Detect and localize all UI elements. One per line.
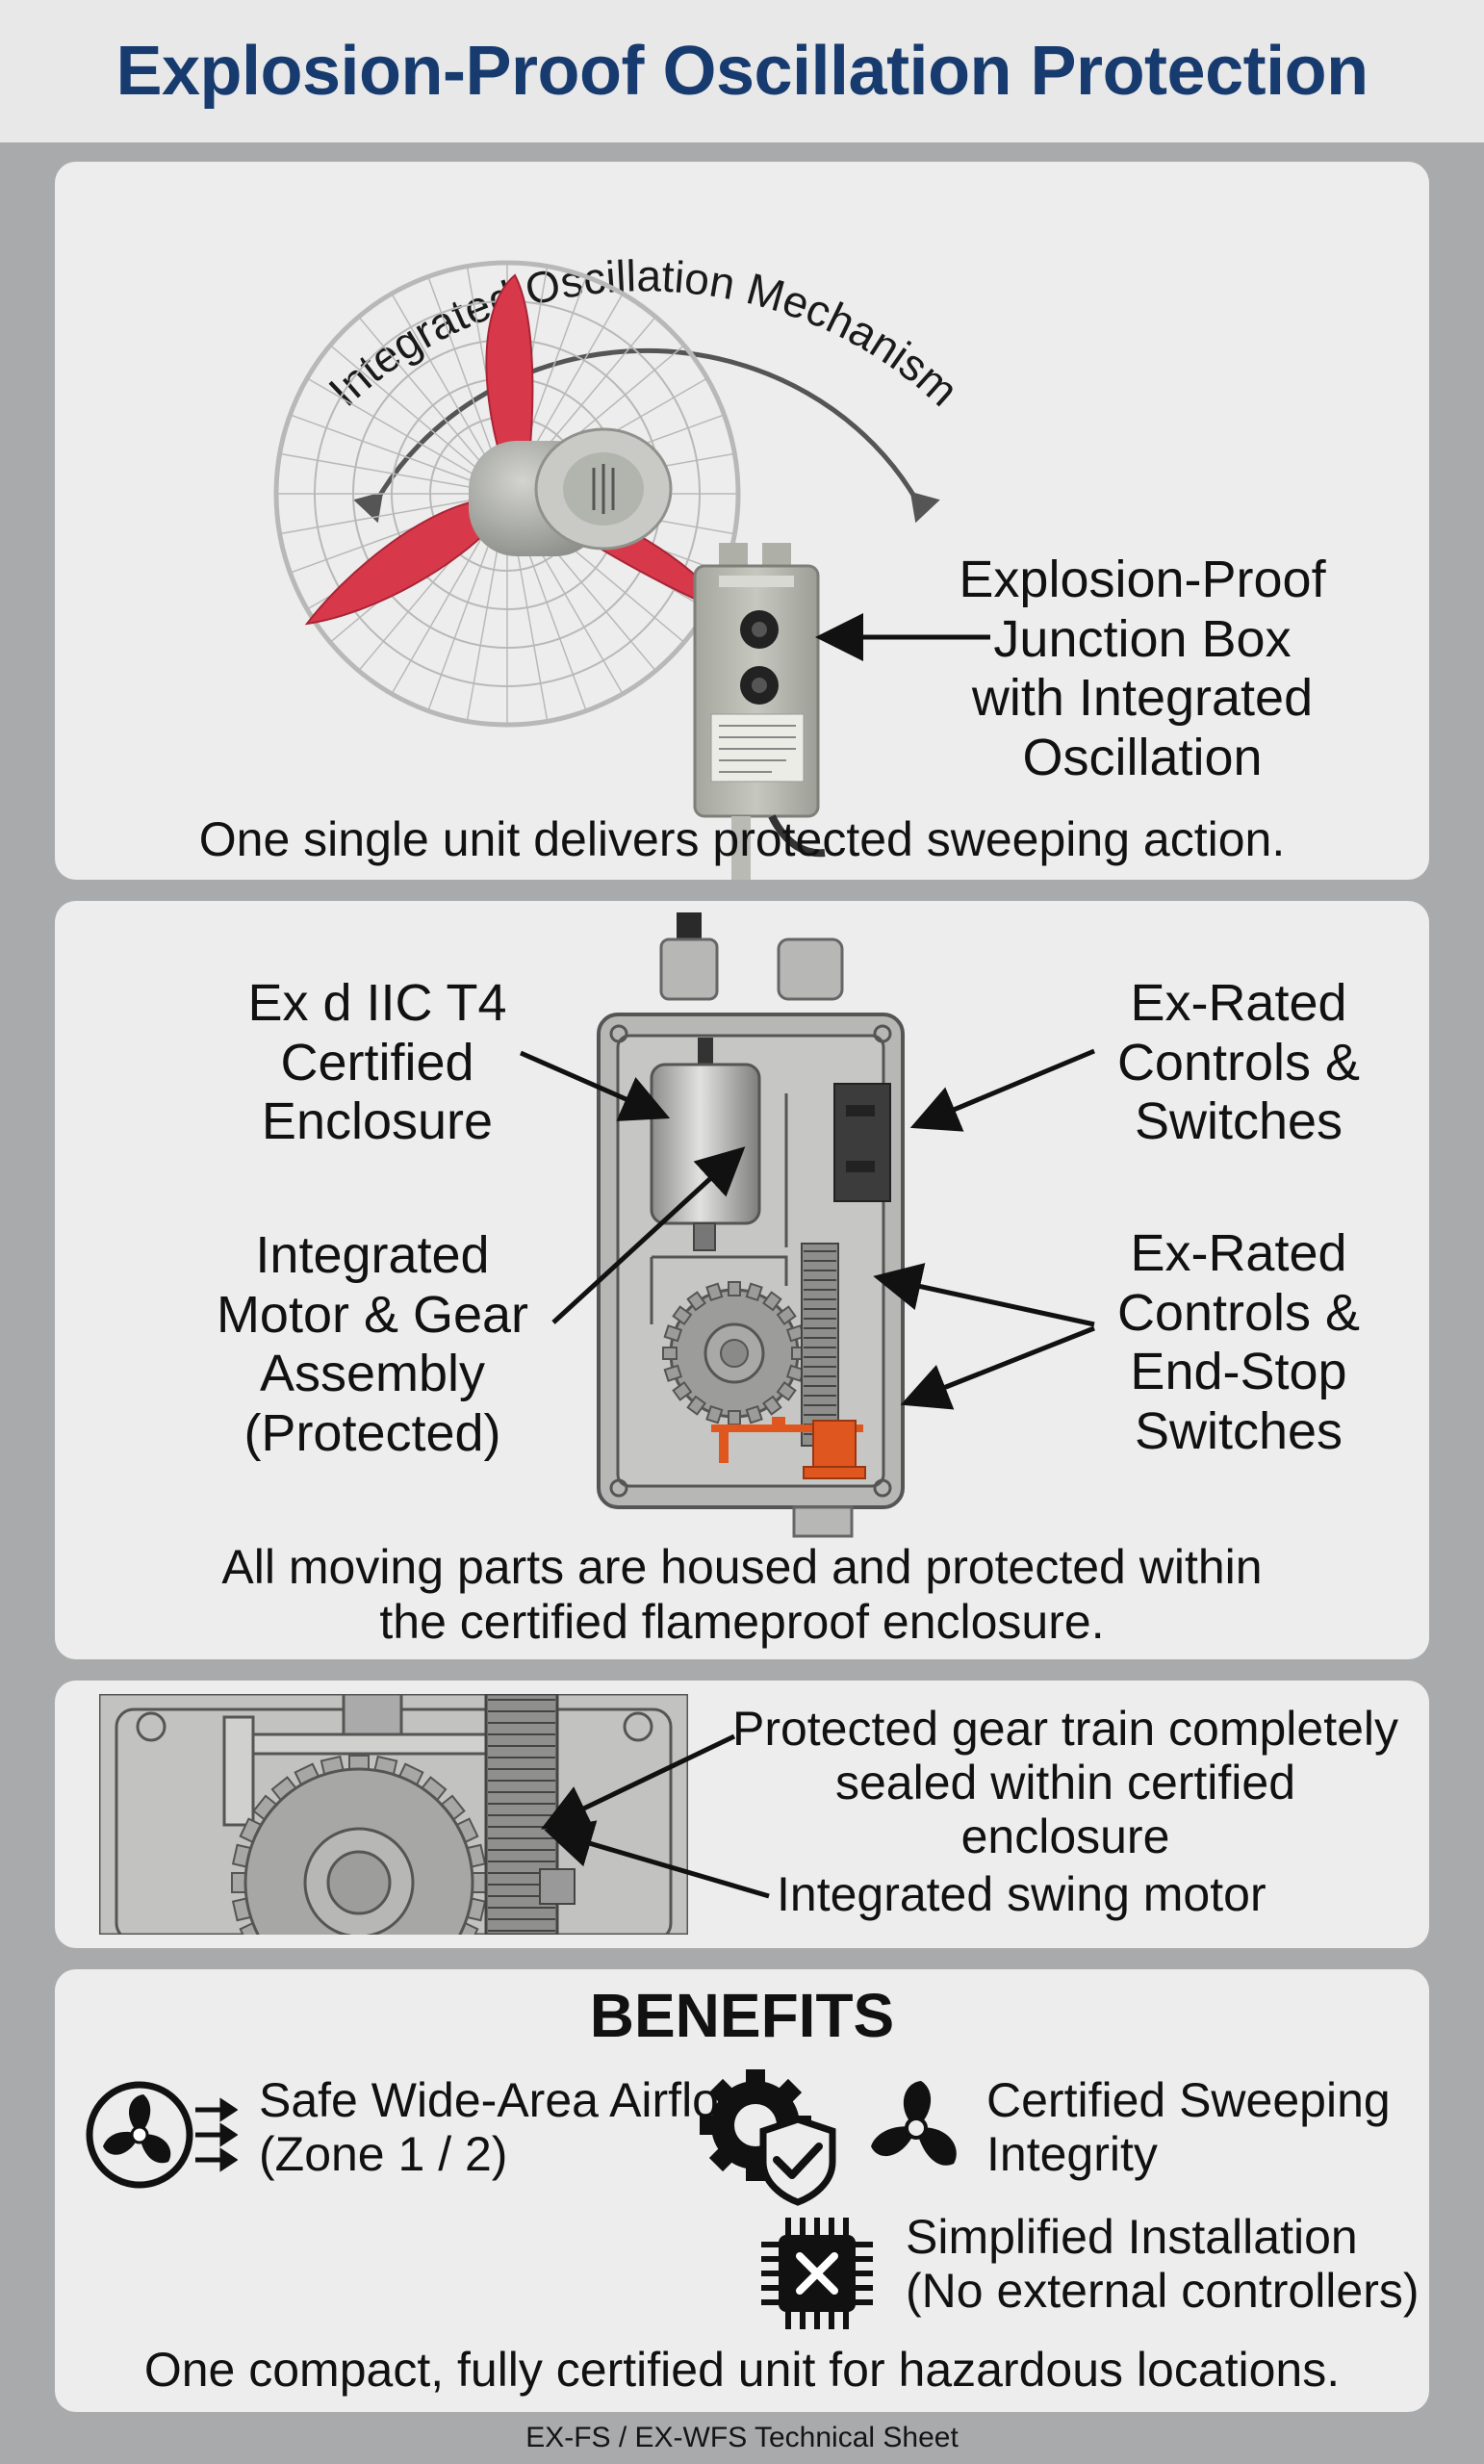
gear	[662, 1281, 806, 1425]
motor-gear-label: Integrated Motor & Gear Assembly (Protec…	[216, 1226, 529, 1462]
controls-arrow	[909, 1048, 1095, 1132]
footer-sheet-label: EX-FS / EX-WFS Technical Sheet	[525, 2422, 959, 2453]
swing-motor-arrow	[544, 1820, 770, 1899]
fan-illustration: Integrated Oscillation Mechanism	[273, 250, 990, 880]
arrow-right-icon	[909, 491, 940, 524]
gear-detail-illustration	[99, 1694, 770, 1935]
gear-train-label: Protected gear train completely sealed w…	[731, 1702, 1399, 1863]
gear-shield-check-icon	[700, 2069, 836, 2206]
benefit-sweeping: Certified Sweeping Integrity	[986, 2073, 1391, 2181]
gear-train-arrow	[540, 1733, 736, 1831]
panel1-caption: One single unit delivers protected sweep…	[198, 812, 1286, 866]
junction-box	[693, 543, 826, 880]
end-stop-switch	[711, 1417, 866, 1479]
title-bar: Explosion-Proof Oscillation Protection	[0, 0, 1484, 142]
gear-detail-panel: Protected gear train completely sealed w…	[55, 1681, 1429, 1948]
arc-label: Integrated Oscillation Mechanism	[319, 250, 968, 416]
enclosure-cutaway	[519, 912, 1095, 1538]
gear-rack	[801, 1243, 839, 1447]
benefits-heading: BENEFITS	[589, 1981, 895, 2050]
ex-rated-switch	[833, 1083, 891, 1202]
motor-housing	[469, 427, 673, 556]
motor-arrow	[551, 1146, 746, 1324]
cable-gland-right	[777, 937, 844, 1001]
benefits-caption: One compact, fully certified unit for ha…	[143, 2343, 1341, 2397]
benefit-installation: Simplified Installation (No external con…	[906, 2210, 1420, 2318]
swing-motor-label: Integrated swing motor	[777, 1867, 1267, 1921]
rack-arrow	[873, 1263, 1095, 1327]
motor	[650, 1063, 761, 1225]
page-title: Explosion-Proof Oscillation Protection	[115, 33, 1369, 110]
cable-gland-left	[659, 937, 719, 1001]
panel2-caption: All moving parts are housed and protecte…	[221, 1540, 1263, 1649]
fan-overview-panel: Integrated Oscillation Mechanism	[55, 162, 1429, 880]
enclosure-label: Ex d IIC T4 Certified Enclosure	[247, 974, 507, 1151]
fan-icon	[871, 2081, 957, 2166]
end-stop-arrow	[900, 1325, 1095, 1410]
enclosure-arrow	[519, 1050, 671, 1121]
benefits-panel: BENEFITS Safe Wide-Area Airflow (Zone 1 …	[55, 1969, 1429, 2412]
benefit-airflow: Safe Wide-Area Airflow (Zone 1 / 2)	[259, 2073, 755, 2181]
junction-box-label: Explosion-Proof Junction Box with Integr…	[959, 551, 1326, 786]
enclosure-panel: Ex d IIC T4 Certified Enclosure Integrat…	[55, 901, 1429, 1659]
oscillation-arc	[370, 347, 924, 510]
fan-airflow-icon	[86, 2081, 238, 2189]
end-stop-label: Ex-Rated Controls & End-Stop Switches	[1116, 1224, 1361, 1460]
chip-x-icon	[761, 2218, 873, 2329]
controls-label: Ex-Rated Controls & Switches	[1116, 974, 1361, 1151]
arrow-left-icon	[353, 491, 384, 524]
